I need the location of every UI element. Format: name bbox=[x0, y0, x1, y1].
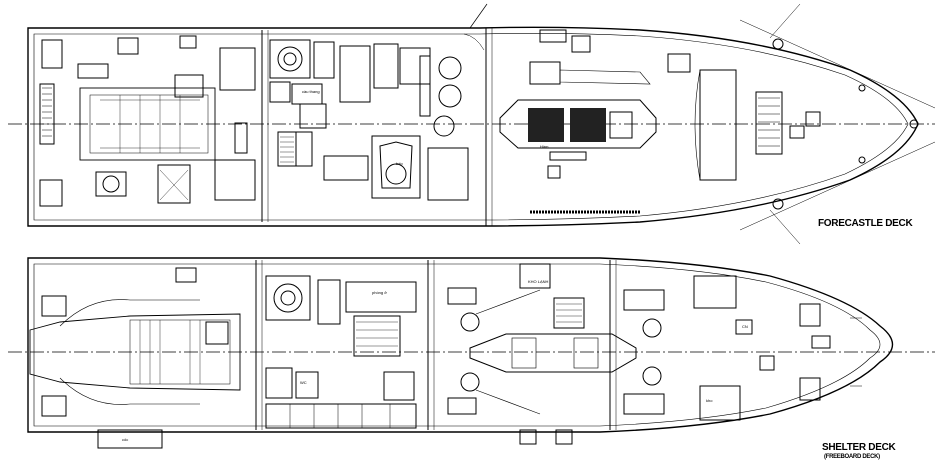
room-label-wc: WC bbox=[300, 380, 307, 385]
room-label-stairs: cầu thang bbox=[302, 89, 320, 94]
room-label-store: kho bbox=[706, 398, 713, 403]
forecastle-deck-title: FORECASTLE DECK bbox=[818, 218, 913, 229]
room-label-cold-store: KHO LẠNH bbox=[528, 279, 549, 284]
room-label-hold: Hầm bbox=[540, 144, 549, 149]
room-annotations: bếp KHO LẠNH cầu thang kho phòng ở WC CN… bbox=[122, 89, 748, 442]
room-label-galley: bếp bbox=[396, 161, 403, 166]
room-label-cabin: phòng ở bbox=[372, 290, 387, 295]
shelter-hull-outline bbox=[27, 257, 894, 433]
shelter-deck-subtitle: (FREEBOARD DECK) bbox=[824, 454, 880, 460]
shelter-deck-title: SHELTER DECK bbox=[822, 442, 896, 453]
forecastle-deck-plan bbox=[8, 3, 936, 245]
shelter-deck-plan bbox=[8, 257, 935, 449]
room-label-cn: CN bbox=[742, 324, 748, 329]
room-label-coc: cốc bbox=[122, 437, 128, 442]
